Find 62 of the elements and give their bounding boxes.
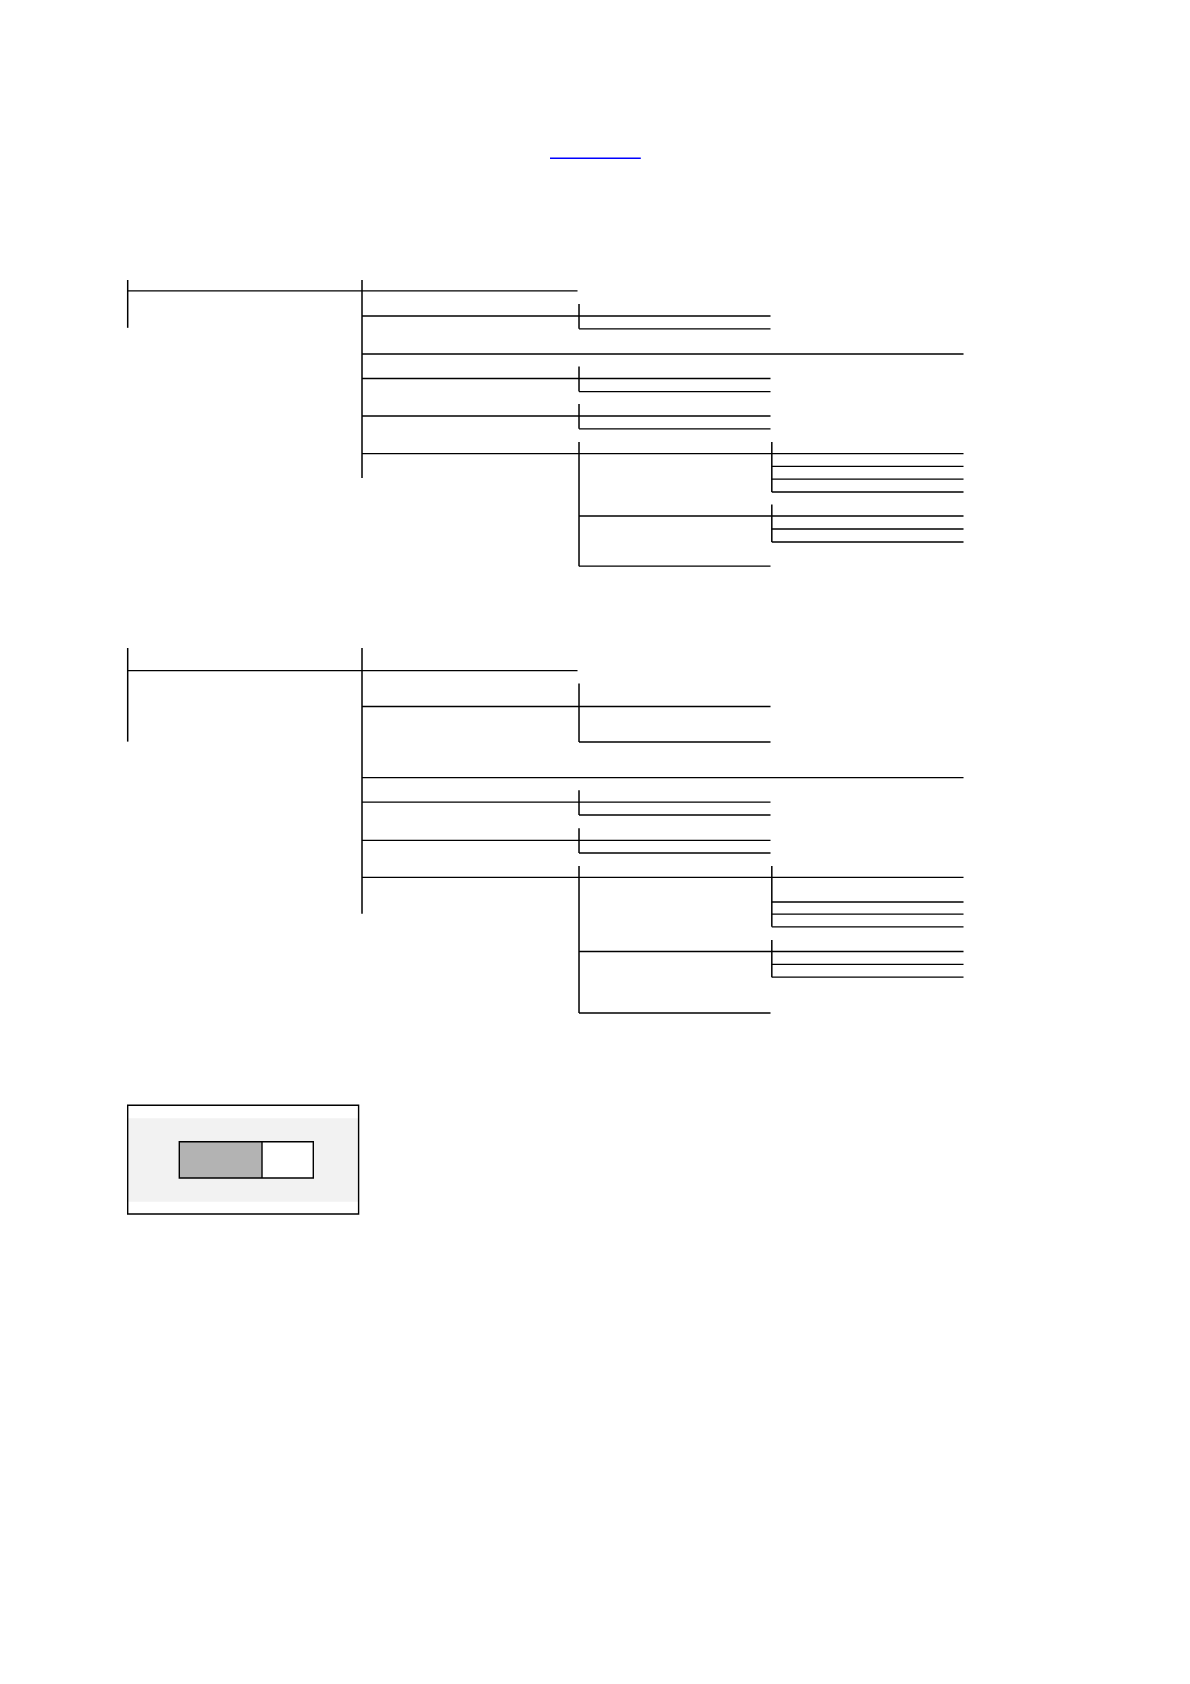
bracket-line (771, 939, 773, 978)
branch-line (771, 452, 964, 455)
bracket-line (771, 441, 773, 493)
branch-line (579, 839, 771, 841)
bracket-line (126, 279, 129, 329)
branch-line (771, 901, 964, 903)
branch-line (579, 377, 771, 380)
branch-line (579, 876, 772, 879)
branch-line (771, 541, 964, 543)
branch-line (579, 315, 771, 317)
branch-line (771, 950, 964, 953)
branch-line (579, 705, 771, 708)
branch-line (771, 976, 964, 978)
branch-line (579, 515, 772, 517)
branch-line (771, 528, 964, 530)
branch-line (362, 452, 579, 455)
bracket-line (578, 303, 580, 330)
branch-line (362, 315, 579, 317)
bracket-line (578, 682, 580, 743)
bracket-line (578, 789, 580, 816)
branch-line (579, 1012, 771, 1014)
bracket-line (578, 403, 580, 430)
bracket-line (771, 865, 773, 928)
branch-line (362, 415, 579, 417)
branch-line (362, 377, 579, 380)
branch-line (579, 415, 771, 417)
branch-line (579, 852, 771, 854)
bracket-line (361, 647, 363, 915)
bracket-line (578, 865, 580, 1014)
branch-line (362, 290, 578, 292)
branch-line (771, 491, 964, 493)
bracket-line (126, 647, 129, 743)
branch-line (579, 950, 772, 953)
branch-line (579, 452, 772, 455)
branch-line (771, 478, 964, 480)
branch-line (127, 290, 362, 292)
branch-line (771, 515, 964, 517)
bracket-line (771, 503, 773, 543)
branch-line (362, 801, 579, 803)
branch-line (127, 669, 362, 672)
branch-line (771, 926, 964, 928)
branch-line (579, 390, 771, 393)
branch-line (579, 801, 771, 803)
branch-line (579, 741, 771, 743)
branch-line (579, 428, 771, 430)
branch-line (362, 669, 578, 672)
branch-line (362, 776, 964, 779)
branch-line (579, 328, 771, 330)
branch-line (362, 353, 964, 355)
branch-line (362, 839, 579, 841)
branch-line (362, 876, 579, 879)
bracket-line (361, 279, 363, 479)
bracket-line (578, 827, 580, 854)
bracket-line (578, 441, 580, 567)
branch-line (362, 705, 579, 708)
bracket-line (578, 365, 580, 393)
branch-line (579, 814, 771, 816)
branch-line (771, 913, 964, 915)
branch-line (771, 465, 964, 468)
branch-line (771, 963, 964, 965)
branch-line (771, 876, 964, 879)
branch-line (579, 565, 771, 567)
